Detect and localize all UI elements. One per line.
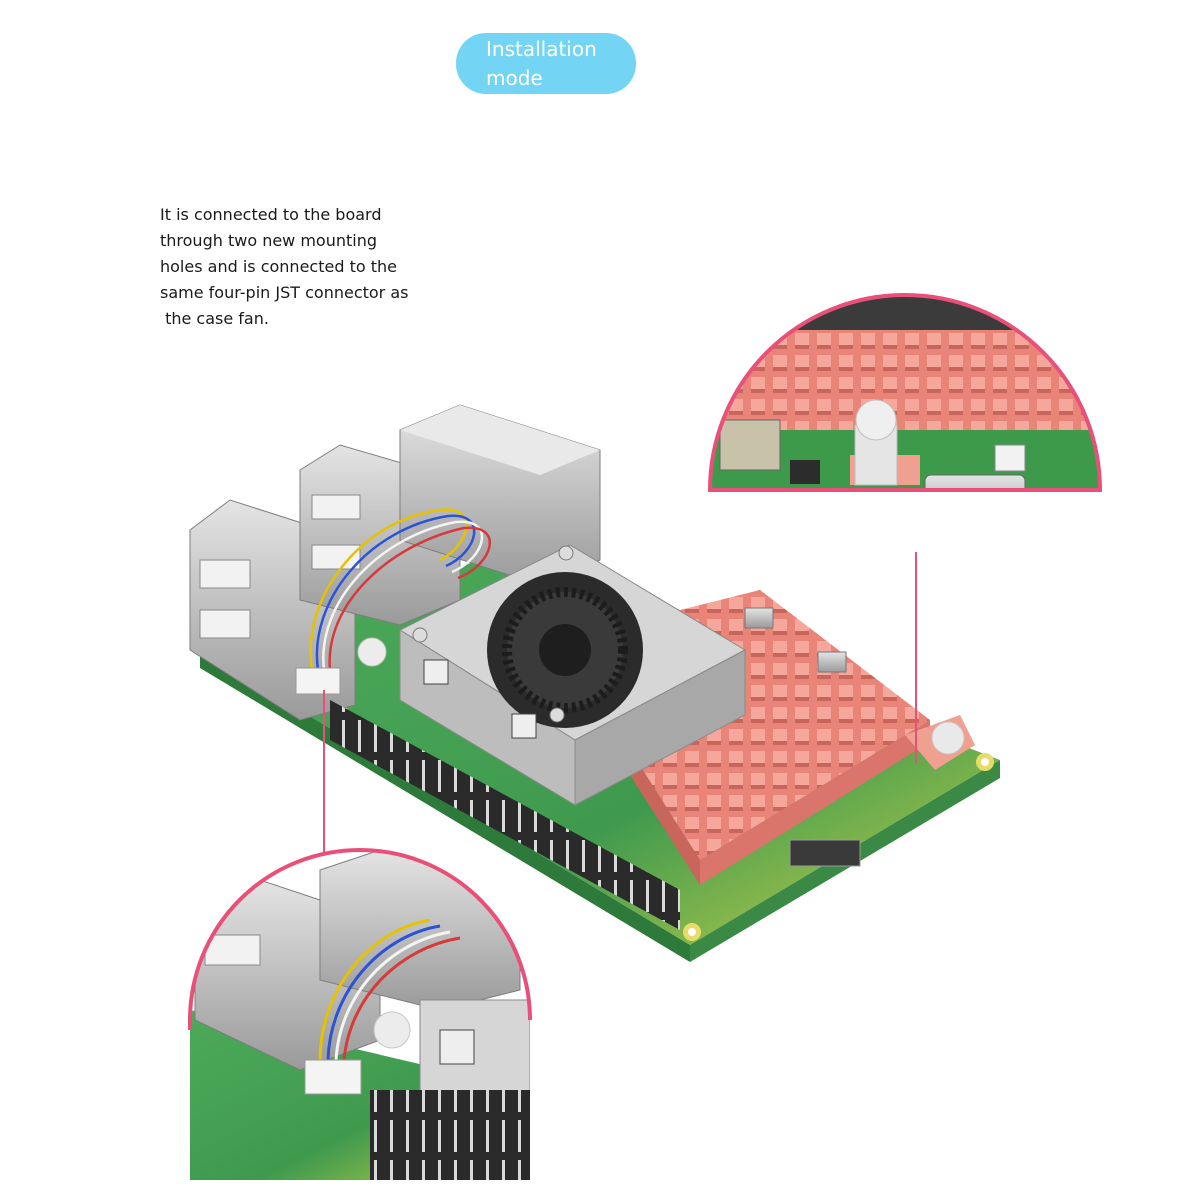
standoff-left: [357, 637, 387, 667]
gpio-header: [330, 700, 680, 930]
ethernet-port: [399, 404, 601, 586]
installation-mode-badge: Installation mode: [456, 33, 636, 94]
badge-label-line2: mode: [486, 66, 543, 90]
description-line: the case fan.: [160, 309, 269, 328]
description-line: through two new mounting: [160, 231, 378, 250]
description-text: It is connected to the board through two…: [160, 202, 450, 332]
blower-fan: [398, 544, 747, 806]
standoff-right: [931, 721, 965, 755]
ribbon-connector: [789, 839, 861, 867]
fan-cable: [309, 508, 492, 671]
badge-label-line1: Installation: [486, 37, 597, 61]
detail-callout-connector: [188, 848, 532, 1180]
description-line: It is connected to the board: [160, 205, 382, 224]
micro-hdmi-port: [817, 651, 847, 673]
detail-callout-standoff: [707, 293, 1103, 492]
jst-connector: [295, 667, 341, 695]
description-line: holes and is connected to the: [160, 257, 397, 276]
description-line: same four-pin JST connector as: [160, 283, 409, 302]
micro-hdmi-port: [744, 607, 774, 629]
